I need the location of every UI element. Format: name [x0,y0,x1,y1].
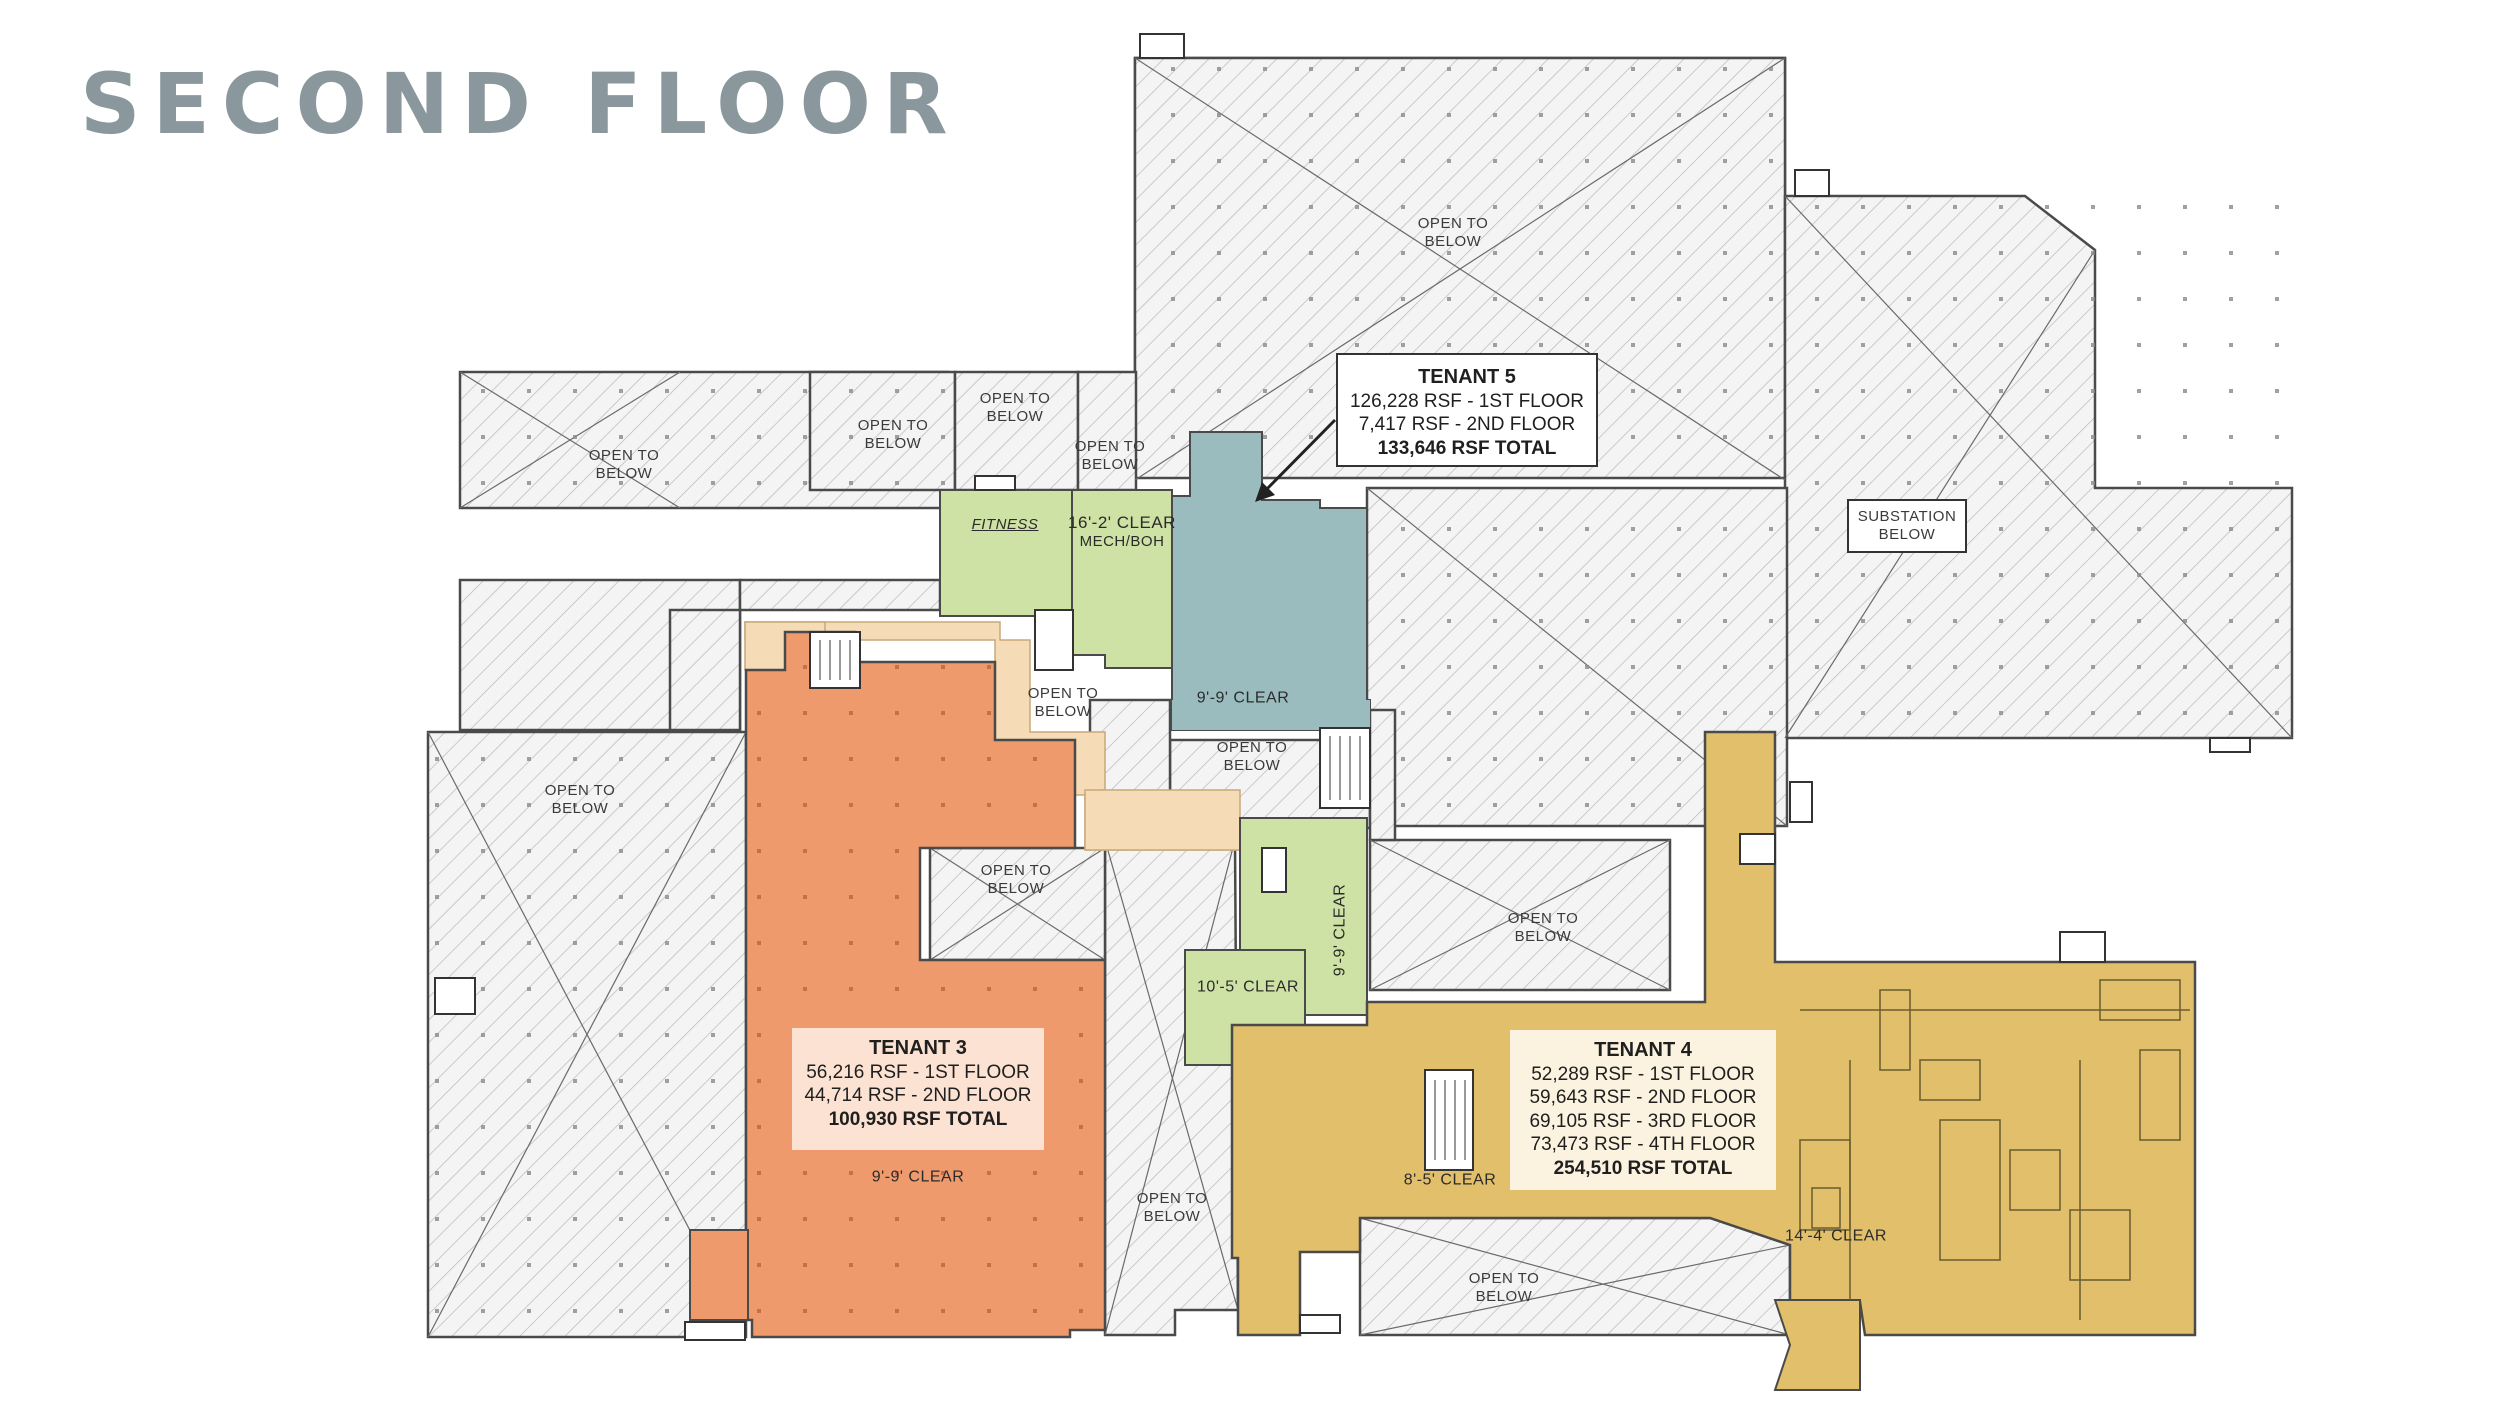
tenant-3-first-floor: 56,216 RSF - 1ST FLOOR [806,1061,1030,1083]
tenant-5-core [1319,727,1371,809]
tenant-4-core-clearance: 8'-5' CLEAR [1403,1171,1497,1189]
tenant-5-first-floor: 126,228 RSF - 1ST FLOOR [1349,390,1585,412]
tenant-4-info-box: TENANT 4 52,289 RSF - 1ST FLOOR 59,643 R… [1510,1030,1776,1190]
tenant-4-east-clearance: 14'-4' CLEAR [1785,1227,1887,1245]
tenant-5-second-floor: 7,417 RSF - 2ND FLOOR [1358,414,1576,436]
tenant-4-partitions [1799,979,2190,1320]
tenant-4-fourth-floor: 73,473 RSF - 4TH FLOOR [1530,1134,1756,1156]
tenant-4-name: TENANT 4 [1594,1039,1692,1061]
tenant-4-total: 254,510 RSF TOTAL [1553,1157,1733,1179]
tenant-3-core [809,631,861,689]
amenity-vertical-clearance: 9'-9' CLEAR [1331,883,1349,977]
amenity-lower-clearance: 10'-5' CLEAR [1197,978,1299,996]
tenant-5-arrow [1255,418,1337,502]
tenant-3-area [689,630,1107,1339]
tenant-4-third-floor: 69,105 RSF - 3RD FLOOR [1529,1110,1757,1132]
tenant-5-total: 133,646 RSF TOTAL [1377,437,1557,459]
amenity-kiosk [1261,847,1287,893]
building-cores [809,609,1474,1171]
tenant-4-first-floor: 52,289 RSF - 1ST FLOOR [1531,1063,1755,1085]
tenant-3-stair [689,1229,749,1321]
core-stair-lines [819,640,1466,1160]
tenant-3-name: TENANT 3 [869,1037,967,1059]
tenant-3-second-floor: 44,714 RSF - 2ND FLOOR [804,1085,1032,1107]
tenant-3-info-box: TENANT 3 56,216 RSF - 1ST FLOOR 44,714 R… [792,1028,1044,1150]
tenant-3-total: 100,930 RSF TOTAL [828,1108,1008,1130]
exterior-exits [434,33,2251,1341]
substation-box [1847,499,1967,553]
tenant-3-clearance: 9'-9' CLEAR [871,1168,965,1186]
tenant-5-info-box: TENANT 5 126,228 RSF - 1ST FLOOR 7,417 R… [1336,353,1598,467]
tenant-4-second-floor: 59,643 RSF - 2ND FLOOR [1529,1087,1757,1109]
tenant-4-core [1424,1069,1474,1171]
fitness-label: FITNESS [971,516,1039,533]
mech-core [1034,609,1074,671]
tenant-5-clearance: 9'-9' CLEAR [1196,689,1290,707]
tenant-5-name: TENANT 5 [1418,366,1516,388]
page-title: SECOND FLOOR [80,55,960,153]
fitness-room [939,489,1073,617]
